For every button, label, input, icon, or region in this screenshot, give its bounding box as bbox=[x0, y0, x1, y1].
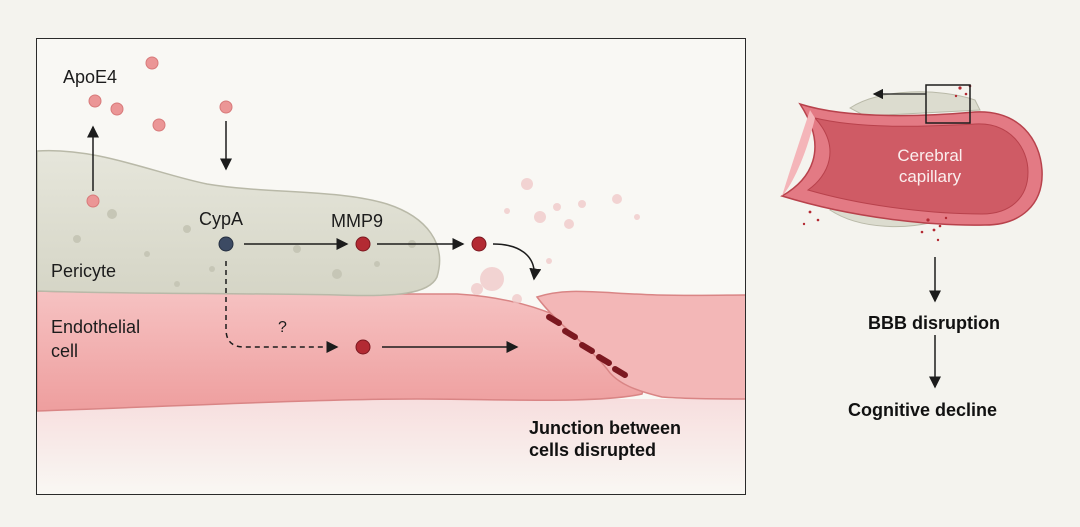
flow-arrows bbox=[929, 257, 941, 389]
cerebral-capillary-label: Cerebral capillary bbox=[880, 145, 980, 187]
pericyte-cell bbox=[37, 149, 441, 297]
mmp9-endothelial-molecule bbox=[355, 339, 371, 355]
zoom-box bbox=[925, 84, 971, 124]
apoe4-particles bbox=[86, 56, 233, 208]
disrupted-junction bbox=[546, 314, 628, 378]
mechanism-illustration bbox=[37, 56, 745, 494]
junction-label-line1: Junction between bbox=[529, 418, 682, 438]
cypa-molecule bbox=[218, 236, 234, 252]
apoe4-label: ApoE4 bbox=[63, 67, 118, 87]
cypa-hypothetical-arrow bbox=[225, 261, 339, 353]
capillary-label-line1: Cerebral bbox=[897, 146, 963, 165]
endothelial-label-line1: Endothelial bbox=[51, 317, 141, 337]
cerebral-capillary-illustration bbox=[780, 84, 1043, 242]
capillary-label-line2: capillary bbox=[898, 167, 962, 186]
junction-label-line2: cells disrupted bbox=[529, 440, 657, 460]
mmp9-molecule bbox=[355, 236, 371, 252]
cognitive-decline-label: Cognitive decline bbox=[848, 400, 998, 420]
mechanism-panel: ApoE4 CypA MMP9 Pericyte Endothelial cel… bbox=[36, 38, 746, 495]
endothelial-label-line2: cell bbox=[51, 341, 79, 361]
capillary-lumen bbox=[37, 399, 745, 494]
pericyte-label: Pericyte bbox=[51, 261, 117, 281]
released-particles bbox=[471, 178, 640, 304]
mmp9-released-molecule bbox=[471, 236, 487, 252]
mmp9-label: MMP9 bbox=[331, 211, 384, 231]
question-label: ? bbox=[278, 319, 287, 336]
mmp9-to-junction-arrow bbox=[492, 243, 542, 281]
bbb-disruption-label: BBB disruption bbox=[868, 313, 1000, 333]
cypa-label: CypA bbox=[199, 209, 244, 229]
